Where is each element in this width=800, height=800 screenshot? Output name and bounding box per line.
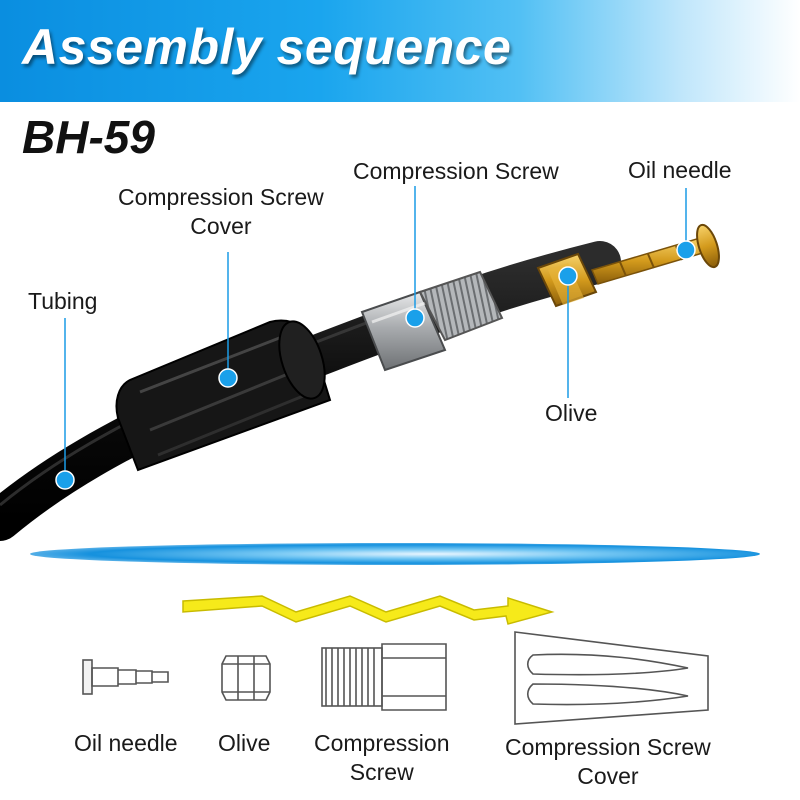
- label-oil-needle: Oil needle: [628, 157, 732, 183]
- seq-label-olive: Olive: [218, 730, 271, 756]
- label-compression-screw: Compression Screw: [353, 158, 559, 184]
- seq-label-compression-screw: Compression Screw: [314, 730, 450, 785]
- seq-label-compression-screw-cover: Compression Screw Cover: [505, 734, 711, 789]
- compression-screw-part: [360, 270, 504, 372]
- page-title: Assembly sequence: [22, 19, 512, 75]
- dot-tubing: [55, 470, 75, 490]
- compression-screw-cover-part: [115, 319, 332, 472]
- dot-oil-needle: [676, 240, 696, 260]
- label-compression-screw-cover: Compression Screw Cover: [118, 184, 324, 239]
- compression-screw-diagram-icon: [321, 643, 447, 711]
- seq-label-oil-needle: Oil needle: [74, 730, 178, 756]
- oil-needle-diagram-icon: [82, 659, 169, 695]
- header-banner: Assembly sequence: [0, 0, 800, 102]
- dot-compression-screw-cover: [218, 368, 238, 388]
- olive-diagram-icon: [221, 655, 271, 701]
- sequence-arrow-icon: [182, 595, 555, 625]
- section-divider: [30, 543, 760, 565]
- label-olive: Olive: [545, 400, 598, 426]
- dot-compression-screw: [405, 308, 425, 328]
- dot-olive: [558, 266, 578, 286]
- compression-screw-cover-diagram-icon: [514, 631, 709, 725]
- label-tubing: Tubing: [28, 288, 98, 314]
- model-number: BH-59: [22, 111, 155, 163]
